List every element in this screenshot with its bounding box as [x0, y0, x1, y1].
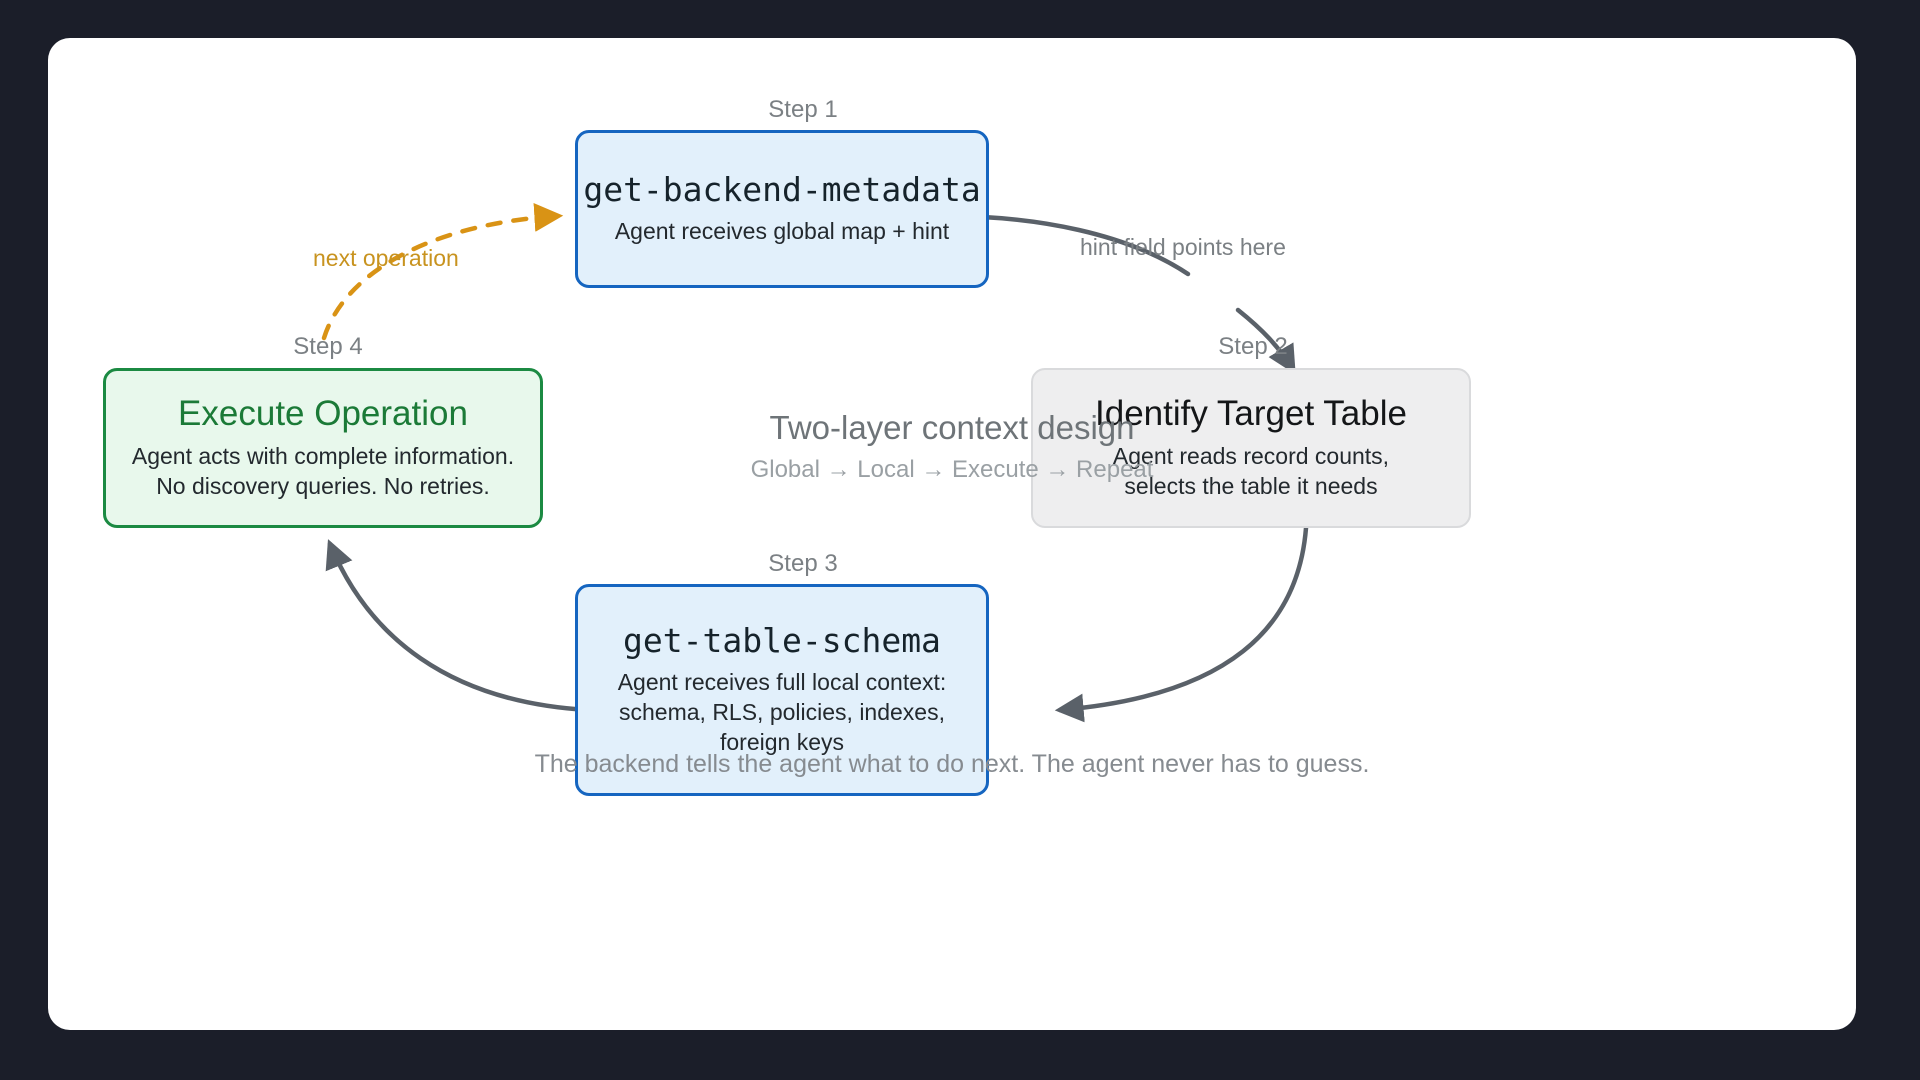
- node-step-3[interactable]: get-table-schema Agent receives full loc…: [575, 584, 989, 796]
- step-label-3: Step 3: [768, 550, 838, 577]
- edge-step4-to-step1: [321, 203, 564, 341]
- node-step-4-subtitle-line-2: No discovery queries. No retries.: [156, 473, 490, 500]
- node-step-3-title: get-table-schema: [623, 621, 941, 661]
- node-step-4-subtitle: Agent acts with complete information. No…: [132, 442, 514, 502]
- edge-label-hint-field: hint field points here: [1080, 234, 1286, 260]
- node-step-2-title: Identify Target Table: [1095, 393, 1407, 433]
- node-step-3-subtitle-line-1: Agent receives full local context:: [617, 669, 947, 696]
- edge-step3-to-step4: [325, 539, 591, 713]
- node-step-2[interactable]: Identify Target Table Agent reads record…: [1031, 368, 1471, 528]
- node-step-1-subtitle: Agent receives global map + hint: [614, 218, 950, 245]
- step-label-2: Step 2: [1218, 333, 1288, 360]
- node-step-4-title: Execute Operation: [178, 393, 468, 433]
- edge-label-next-operation: next operation: [313, 245, 459, 271]
- diagram-caption: The backend tells the agent what to do n…: [534, 750, 1370, 778]
- step-label-4: Step 4: [293, 333, 363, 360]
- node-step-1[interactable]: get-backend-metadata Agent receives glob…: [575, 130, 989, 288]
- step-label-1: Step 1: [768, 96, 838, 123]
- node-step-3-subtitle: Agent receives full local context: schem…: [618, 668, 947, 758]
- node-step-4[interactable]: Execute Operation Agent acts with comple…: [103, 368, 543, 528]
- node-step-3-subtitle-line-2: schema, RLS, policies, indexes,: [619, 699, 945, 726]
- edge-step2-to-step3: [1054, 525, 1309, 723]
- node-step-2-subtitle-line-1: Agent reads record counts,: [1112, 443, 1390, 470]
- node-step-3-subtitle-line-3: foreign keys: [719, 728, 844, 755]
- node-step-2-subtitle-line-2: selects the table it needs: [1124, 473, 1378, 500]
- node-step-1-title: get-backend-metadata: [583, 170, 981, 210]
- node-step-2-subtitle: Agent reads record counts, selects the t…: [1113, 442, 1389, 502]
- diagram-card: Step 1 get-backend-metadata Agent receiv…: [48, 38, 1856, 1030]
- node-step-4-subtitle-line-1: Agent acts with complete information.: [131, 443, 515, 470]
